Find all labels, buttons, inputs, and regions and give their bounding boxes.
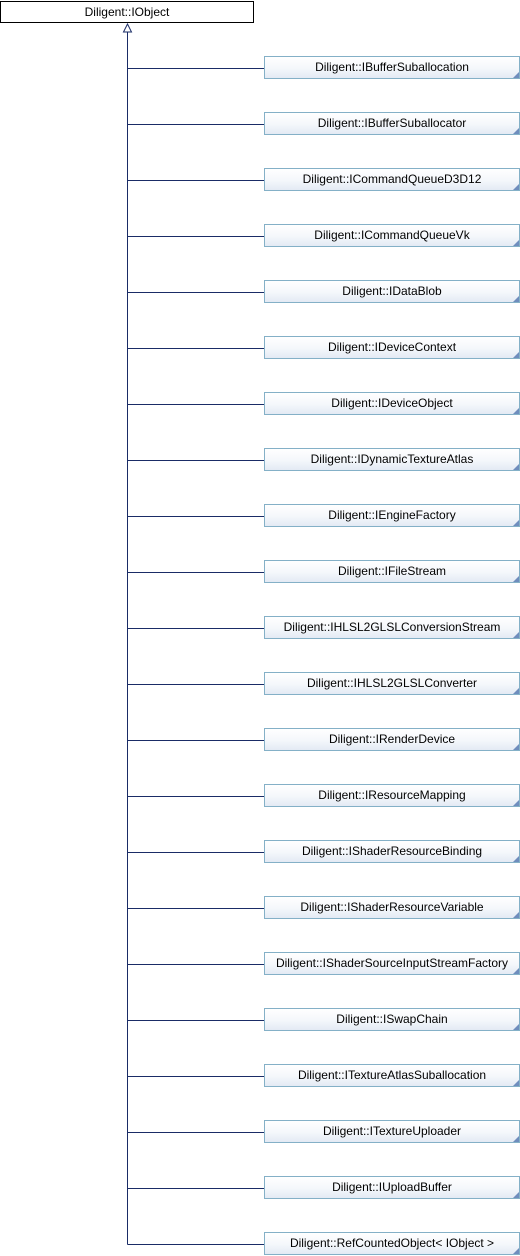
derived-class-label: Diligent::IDataBlob: [342, 284, 442, 298]
derived-class-node[interactable]: Diligent::IFileStream: [264, 560, 520, 583]
derived-class-node[interactable]: Diligent::IBufferSuballocation: [264, 56, 520, 79]
derived-class-label: Diligent::IBufferSuballocator: [317, 116, 467, 130]
derived-class-label: Diligent::IDeviceObject: [331, 396, 453, 410]
derived-class-label: Diligent::ITextureUploader: [322, 1124, 462, 1138]
corner-marker-icon: [513, 968, 519, 974]
derived-class-node[interactable]: Diligent::IShaderResourceVariable: [264, 896, 520, 919]
derived-class-node[interactable]: Diligent::ITextureAtlasSuballocation: [264, 1064, 520, 1087]
corner-marker-icon: [513, 688, 519, 694]
corner-marker-icon: [513, 296, 519, 302]
corner-marker-icon: [513, 912, 519, 918]
derived-class-label: Diligent::IResourceMapping: [318, 788, 466, 802]
derived-class-node[interactable]: Diligent::IHLSL2GLSLConverter: [264, 672, 520, 695]
derived-class-label: Diligent::IBufferSuballocation: [315, 60, 469, 74]
derived-class-label: Diligent::IRenderDevice: [328, 732, 456, 746]
corner-marker-icon: [513, 744, 519, 750]
derived-class-node[interactable]: Diligent::ICommandQueueVk: [264, 224, 520, 247]
derived-class-label: Diligent::IHLSL2GLSLConversionStream: [283, 620, 501, 634]
corner-marker-icon: [513, 576, 519, 582]
derived-class-node[interactable]: Diligent::IShaderSourceInputStreamFactor…: [264, 952, 520, 975]
derived-class-node[interactable]: Diligent::IDeviceObject: [264, 392, 520, 415]
root-class-label: Diligent::IObject: [84, 5, 170, 19]
derived-class-label: Diligent::IDeviceContext: [327, 340, 457, 354]
derived-class-label: Diligent::IShaderResourceVariable: [300, 900, 484, 914]
corner-marker-icon: [513, 128, 519, 134]
derived-class-label: Diligent::ICommandQueueVk: [314, 228, 470, 242]
corner-marker-icon: [513, 1248, 519, 1254]
corner-marker-icon: [513, 800, 519, 806]
derived-class-label: Diligent::IFileStream: [337, 564, 447, 578]
corner-marker-icon: [513, 1024, 519, 1030]
derived-class-node[interactable]: Diligent::IBufferSuballocator: [264, 112, 520, 135]
derived-class-label: Diligent::IShaderResourceBinding: [301, 844, 483, 858]
derived-class-label: Diligent::IDynamicTextureAtlas: [310, 452, 474, 466]
corner-marker-icon: [513, 184, 519, 190]
derived-class-label: Diligent::RefCountedObject< IObject >: [289, 1236, 495, 1250]
root-class-node[interactable]: Diligent::IObject: [0, 1, 254, 23]
derived-class-node[interactable]: Diligent::IDeviceContext: [264, 336, 520, 359]
derived-class-node[interactable]: Diligent::IDataBlob: [264, 280, 520, 303]
corner-marker-icon: [513, 1080, 519, 1086]
derived-class-node[interactable]: Diligent::IRenderDevice: [264, 728, 520, 751]
corner-marker-icon: [513, 856, 519, 862]
derived-class-label: Diligent::IEngineFactory: [328, 508, 456, 522]
corner-marker-icon: [513, 72, 519, 78]
branch-lines: [127, 68, 264, 1245]
derived-class-node[interactable]: Diligent::ISwapChain: [264, 1008, 520, 1031]
derived-class-node[interactable]: Diligent::IResourceMapping: [264, 784, 520, 807]
derived-class-node[interactable]: Diligent::ITextureUploader: [264, 1120, 520, 1143]
corner-marker-icon: [513, 352, 519, 358]
derived-class-label: Diligent::IShaderSourceInputStreamFactor…: [275, 956, 509, 970]
derived-class-node[interactable]: Diligent::IDynamicTextureAtlas: [264, 448, 520, 471]
derived-class-label: Diligent::ISwapChain: [336, 1012, 448, 1026]
inheritance-arrowhead: [122, 22, 133, 33]
derived-class-label: Diligent::IHLSL2GLSLConverter: [306, 676, 478, 690]
derived-class-label: Diligent::ITextureAtlasSuballocation: [297, 1068, 487, 1082]
corner-marker-icon: [513, 1136, 519, 1142]
corner-marker-icon: [513, 520, 519, 526]
derived-class-node[interactable]: Diligent::IEngineFactory: [264, 504, 520, 527]
derived-class-node[interactable]: Diligent::IShaderResourceBinding: [264, 840, 520, 863]
corner-marker-icon: [513, 408, 519, 414]
corner-marker-icon: [513, 240, 519, 246]
derived-class-node[interactable]: Diligent::RefCountedObject< IObject >: [264, 1232, 520, 1255]
corner-marker-icon: [513, 464, 519, 470]
corner-marker-icon: [513, 1192, 519, 1198]
derived-class-node[interactable]: Diligent::ICommandQueueD3D12: [264, 168, 520, 191]
corner-marker-icon: [513, 632, 519, 638]
derived-class-node[interactable]: Diligent::IHLSL2GLSLConversionStream: [264, 616, 520, 639]
derived-class-label: Diligent::ICommandQueueD3D12: [302, 172, 482, 186]
derived-class-node[interactable]: Diligent::IUploadBuffer: [264, 1176, 520, 1199]
derived-class-label: Diligent::IUploadBuffer: [332, 1180, 452, 1194]
